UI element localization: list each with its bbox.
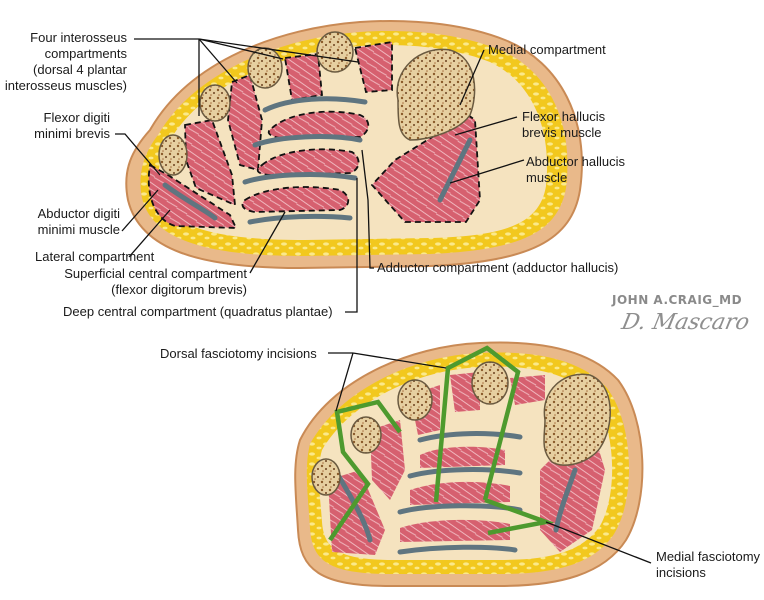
metatarsal-2 bbox=[316, 31, 354, 73]
label-ah-line-2: muscle bbox=[526, 170, 568, 185]
top-leader-lines bbox=[115, 38, 525, 313]
top-central-muscles bbox=[241, 110, 370, 213]
label-fhb-line-1: Flexor hallucis bbox=[522, 109, 606, 124]
metatarsal-1 bbox=[396, 48, 476, 141]
bottom-bones bbox=[311, 361, 611, 496]
top-muscles bbox=[147, 40, 481, 229]
label-interosseus-compartments: Four interosseus compartments (dorsal 4 … bbox=[0, 30, 127, 94]
dorsal-incision-lateral bbox=[328, 399, 402, 542]
label-flexor-hallucis-brevis: Flexor hallucis brevis muscle bbox=[522, 109, 605, 141]
label-lateral-compartment: Lateral compartment bbox=[35, 249, 155, 264]
label-adductor-compartment: Adductor compartment (adductor hallucis) bbox=[377, 260, 619, 275]
flexor-digitorum-brevis bbox=[241, 186, 350, 213]
label-abductor-digiti-minimi: Abductor digiti minimi muscle bbox=[0, 206, 120, 238]
artist-signature-mascaro: D. Mascaro bbox=[619, 310, 752, 335]
top-bones bbox=[158, 31, 476, 176]
label-abductor-hallucis: Abductor hallucis muscle bbox=[526, 154, 625, 186]
label-adm-line-2: minimi muscle bbox=[37, 222, 120, 237]
metatarsal-5 bbox=[158, 134, 188, 176]
interosseus-4 bbox=[353, 40, 393, 93]
label-ah-line-1: Abductor hallucis bbox=[526, 154, 625, 169]
artist-signature-craig: JOHN A.CRAIG_MD bbox=[612, 293, 743, 307]
bottom-cross-section bbox=[294, 341, 652, 587]
label-interosseus-line-4: interosseus muscles) bbox=[4, 78, 127, 93]
top-cross-section bbox=[115, 19, 583, 313]
label-deep-central-compartment: Deep central compartment (quadratus plan… bbox=[63, 304, 333, 319]
label-adm-line-1: Abductor digiti bbox=[37, 206, 120, 221]
quadratus-plantae bbox=[256, 148, 360, 176]
label-interosseus-line-3: (dorsal 4 plantar bbox=[33, 62, 127, 77]
label-medial-compartment: Medial compartment bbox=[488, 42, 606, 57]
label-superficial-line-2: (flexor digitorum brevis) bbox=[111, 282, 247, 297]
metatarsal-4 bbox=[199, 84, 231, 122]
label-interosseus-line-1: Four interosseus bbox=[30, 30, 127, 45]
adductor-hallucis bbox=[267, 110, 370, 139]
medial-compartment bbox=[370, 113, 481, 223]
label-fhb-line-2: brevis muscle bbox=[522, 125, 602, 140]
label-fdmb-line-1: Flexor digiti bbox=[43, 110, 110, 125]
label-interosseus-line-2: compartments bbox=[44, 46, 127, 61]
dorsal-incision-medial bbox=[433, 345, 521, 503]
label-medial-fasciotomy-line-1: Medial fasciotomy bbox=[656, 549, 761, 564]
interosseus-3 bbox=[283, 52, 323, 102]
label-dorsal-fasciotomy-incisions: Dorsal fasciotomy incisions bbox=[160, 346, 317, 361]
label-superficial-line-1: Superficial central compartment bbox=[64, 266, 247, 281]
label-medial-fasciotomy-line-2: incisions bbox=[656, 565, 706, 580]
interosseus-1 bbox=[184, 118, 237, 207]
top-tendons bbox=[162, 96, 473, 225]
label-fdmb-line-2: minimi brevis bbox=[34, 126, 110, 141]
label-medial-fasciotomy-incisions: Medial fasciotomy incisions bbox=[656, 549, 760, 581]
label-superficial-central-compartment: Superficial central compartment (flexor … bbox=[0, 266, 247, 298]
metatarsal-3 bbox=[247, 47, 283, 89]
abductor-digiti-minimi bbox=[147, 163, 238, 229]
label-flexor-digiti-minimi-brevis: Flexor digiti minimi brevis bbox=[0, 110, 110, 142]
bottom-leader-lines bbox=[328, 352, 652, 564]
